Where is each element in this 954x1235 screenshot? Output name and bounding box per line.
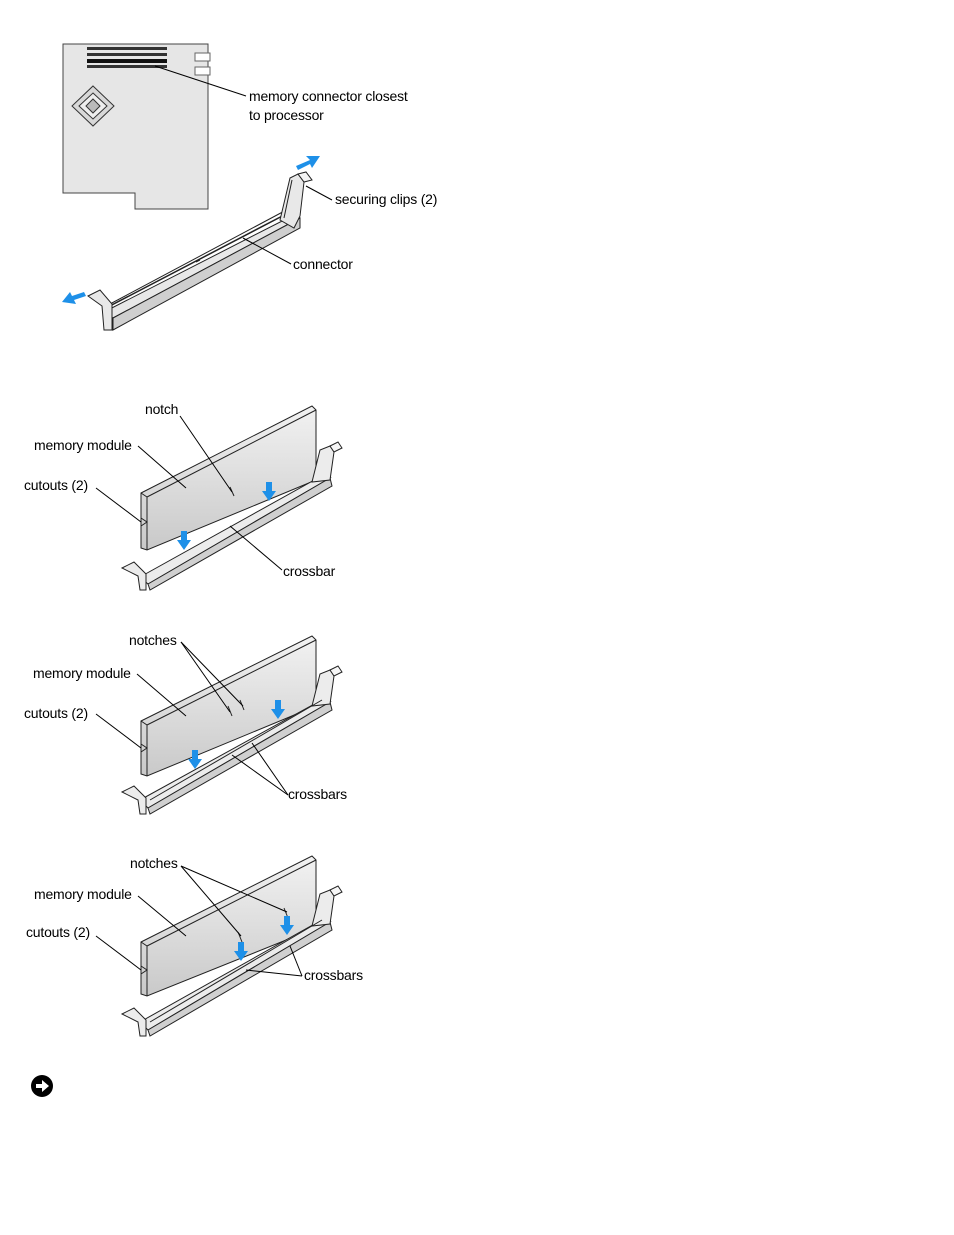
label-notches: notches xyxy=(130,855,178,871)
leader-notches xyxy=(180,641,231,713)
arrow-down-icon xyxy=(177,531,191,550)
memory-slot-highlighted xyxy=(87,59,167,63)
label-memory-module: memory module xyxy=(33,665,131,681)
arrow-down-left-icon xyxy=(62,292,86,304)
figure-module-two-notches: notches memory module cutouts (2) crossb… xyxy=(0,625,954,820)
leader-memory-module xyxy=(137,445,187,489)
arrow-down-icon xyxy=(234,942,248,961)
label-cutouts: cutouts (2) xyxy=(24,477,88,493)
arrow-up-right-icon xyxy=(296,156,320,170)
leader-memory-connector xyxy=(154,65,247,97)
label-memory-connector-line2: to processor xyxy=(249,107,324,123)
memory-connector xyxy=(120,665,343,815)
leader-memory-module xyxy=(137,895,187,937)
label-connector: connector xyxy=(293,256,353,272)
figure-module-notches-crossbars: notches memory module cutouts (2) crossb… xyxy=(0,850,954,1045)
label-notch: notch xyxy=(145,401,178,417)
leader-memory-module xyxy=(136,673,187,717)
label-memory-module: memory module xyxy=(34,437,132,453)
memory-slot xyxy=(87,65,167,68)
label-crossbars: crossbars xyxy=(288,786,347,802)
memory-slot xyxy=(87,53,167,56)
leader-cutouts xyxy=(95,487,142,523)
label-memory-connector-line1: memory connector closest xyxy=(249,88,408,104)
leader-connector xyxy=(242,237,292,265)
label-memory-module: memory module xyxy=(34,886,132,902)
memory-connector xyxy=(120,885,343,1037)
label-cutouts: cutouts (2) xyxy=(24,705,88,721)
leader-crossbars xyxy=(289,945,303,977)
leader-crossbars xyxy=(231,754,289,796)
leader-crossbar xyxy=(229,525,283,571)
processor-socket xyxy=(71,85,115,127)
leader-crossbars xyxy=(251,742,289,796)
label-notches: notches xyxy=(129,632,177,648)
label-cutouts: cutouts (2) xyxy=(26,924,90,940)
arrow-down-icon xyxy=(188,750,202,769)
board-port xyxy=(194,52,211,62)
label-securing-clips: securing clips (2) xyxy=(335,191,437,207)
arrow-down-icon xyxy=(271,700,285,719)
leader-cutouts xyxy=(95,713,142,749)
memory-slot xyxy=(87,47,167,50)
arrow-down-icon xyxy=(262,482,276,501)
leader-notch xyxy=(179,415,233,493)
label-crossbars: crossbars xyxy=(304,967,363,983)
leader-crossbars xyxy=(245,969,303,977)
notice-icon xyxy=(30,1074,54,1098)
leader-cutouts xyxy=(95,935,142,971)
leader-notches xyxy=(180,641,244,707)
system-board xyxy=(62,43,209,210)
board-port xyxy=(194,66,211,76)
leader-securing-clips xyxy=(305,185,333,201)
arrow-down-icon xyxy=(280,916,294,935)
leader-notches xyxy=(180,865,242,937)
memory-module xyxy=(140,855,317,997)
label-crossbar: crossbar xyxy=(283,563,336,579)
figure-connector-closest-to-processor: memory connector closest to processor se… xyxy=(0,0,954,345)
figure-module-single-notch: notch memory module cutouts (2) crossbar xyxy=(0,395,954,595)
memory-connector xyxy=(87,171,313,331)
leader-notches xyxy=(180,865,288,913)
